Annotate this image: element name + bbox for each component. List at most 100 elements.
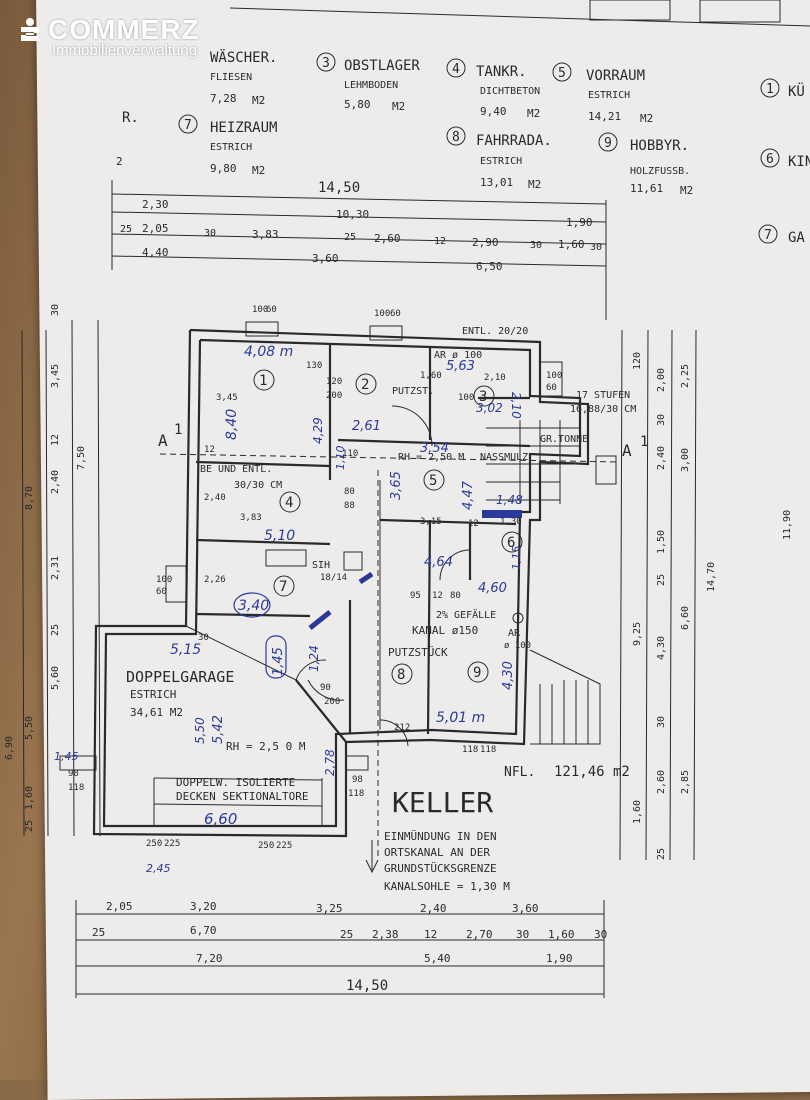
svg-text:2,61: 2,61: [352, 419, 381, 434]
svg-text:BE UND ENTL.: BE UND ENTL.: [200, 464, 272, 475]
svg-text:25: 25: [50, 624, 61, 636]
svg-text:PUTZSTÜCK: PUTZSTÜCK: [388, 646, 448, 659]
svg-text:2,10: 2,10: [509, 392, 523, 419]
svg-text:AR ø 100: AR ø 100: [434, 350, 482, 361]
svg-text:2,40: 2,40: [50, 470, 61, 494]
svg-text:13,01: 13,01: [480, 176, 513, 189]
svg-text:6,60: 6,60: [204, 810, 237, 828]
svg-text:5,50: 5,50: [24, 716, 35, 740]
svg-text:250: 250: [258, 841, 274, 851]
svg-text:R.: R.: [122, 110, 139, 126]
svg-text:200: 200: [324, 697, 340, 707]
svg-text:HOLZFUSSB.: HOLZFUSSB.: [630, 166, 690, 177]
svg-text:30: 30: [530, 240, 542, 251]
svg-text:GRUNDSTÜCKSGRENZE: GRUNDSTÜCKSGRENZE: [384, 862, 497, 875]
svg-text:88: 88: [344, 501, 355, 511]
svg-text:30: 30: [656, 414, 667, 426]
svg-text:M2: M2: [527, 107, 540, 120]
svg-text:90: 90: [320, 683, 331, 693]
top-strip: [229, 0, 810, 27]
svg-text:14,50: 14,50: [318, 180, 360, 196]
svg-text:100: 100: [156, 575, 172, 585]
svg-text:3,20: 3,20: [190, 900, 217, 913]
svg-text:DECKEN SEKTIONALTORE: DECKEN SEKTIONALTORE: [176, 790, 308, 803]
svg-text:30: 30: [594, 928, 607, 941]
svg-text:2,78: 2,78: [323, 749, 337, 776]
room-numbers: 1 2 3 4 5 6 7 8 9: [253, 369, 523, 685]
svg-text:1,60: 1,60: [24, 786, 35, 810]
svg-text:30: 30: [590, 242, 602, 253]
svg-text:ORTSKANAL AN DER: ORTSKANAL AN DER: [384, 846, 490, 859]
svg-text:5,15: 5,15: [170, 642, 201, 658]
sparkasse-s-icon: [21, 18, 39, 41]
svg-text:M2: M2: [252, 94, 265, 107]
svg-text:1,24: 1,24: [307, 645, 321, 672]
svg-text:GR.TONNE: GR.TONNE: [540, 434, 588, 445]
svg-text:5,40: 5,40: [424, 952, 451, 965]
svg-text:3,15: 3,15: [420, 517, 442, 527]
commerz-logo: COMMERZ Immobilienverwaltung: [18, 14, 200, 59]
svg-text:M2: M2: [680, 184, 693, 197]
svg-text:12: 12: [432, 591, 443, 601]
svg-text:4,30: 4,30: [501, 661, 516, 690]
svg-text:4,30: 4,30: [656, 636, 667, 660]
svg-text:12: 12: [434, 236, 446, 247]
top-dimensions: 14,50 2,30 10,30 1,90 25 2,05 30 3,83 25…: [111, 180, 607, 320]
svg-text:1,45: 1,45: [271, 647, 286, 676]
svg-text:7: 7: [184, 118, 192, 133]
svg-text:ENTL. 20/20: ENTL. 20/20: [462, 326, 528, 337]
svg-text:1: 1: [766, 82, 774, 97]
svg-text:9: 9: [604, 136, 612, 151]
svg-text:25: 25: [24, 820, 35, 832]
svg-text:10,30: 10,30: [336, 208, 369, 221]
svg-text:100: 100: [374, 309, 390, 319]
svg-text:4,29: 4,29: [311, 417, 325, 444]
svg-text:FLIESEN: FLIESEN: [210, 72, 252, 83]
svg-text:34,61 M2: 34,61 M2: [130, 706, 183, 719]
left-dimensions: 30 3,45 12 2,40 7,50 8,70 2,31 25 5,60 5…: [4, 304, 101, 837]
svg-text:12: 12: [424, 928, 437, 941]
svg-text:18/14: 18/14: [320, 573, 347, 583]
svg-text:9: 9: [473, 665, 481, 681]
room-legend: WÄSCHER. FLIESEN 7,28 M2 3 OBSTLAGER LEH…: [116, 48, 810, 246]
svg-text:2,05: 2,05: [106, 900, 133, 913]
svg-text:98: 98: [352, 775, 363, 785]
svg-text:5,80: 5,80: [344, 98, 371, 111]
svg-text:4,47: 4,47: [461, 480, 476, 510]
svg-text:3,45: 3,45: [216, 393, 238, 403]
svg-text:2,26: 2,26: [204, 575, 226, 585]
bottom-dimensions: 2,05 3,20 3,25 2,40 3,60 25 6,70 25 2,38…: [75, 900, 607, 998]
svg-text:2,00: 2,00: [656, 368, 667, 392]
svg-text:16,88/30 CM: 16,88/30 CM: [570, 404, 636, 415]
svg-text:25: 25: [344, 232, 356, 243]
svg-text:ESTRICH: ESTRICH: [130, 688, 176, 701]
svg-text:KANALSOHLE = 1,30 M: KANALSOHLE = 1,30 M: [384, 880, 510, 893]
svg-text:200: 200: [326, 391, 342, 401]
svg-text:KANAL ø150: KANAL ø150: [412, 624, 478, 637]
svg-text:AR: AR: [508, 628, 521, 639]
svg-text:1,15: 1,15: [510, 546, 523, 571]
svg-text:2,10: 2,10: [484, 373, 506, 383]
svg-text:60: 60: [546, 383, 557, 393]
right-dimensions: 120 2,00 2,25 30 2,40 3,00 1,50 11,90 25…: [619, 329, 793, 861]
svg-text:7: 7: [279, 579, 287, 595]
svg-text:3: 3: [322, 56, 330, 71]
svg-text:110: 110: [342, 449, 358, 459]
svg-text:LEHMBODEN: LEHMBODEN: [344, 80, 398, 91]
svg-text:5: 5: [558, 66, 566, 81]
svg-text:1: 1: [640, 434, 648, 450]
svg-text:1,60: 1,60: [548, 928, 575, 941]
svg-text:PUTZST.: PUTZST.: [392, 386, 434, 397]
svg-text:17 STUFEN: 17 STUFEN: [576, 390, 630, 401]
svg-text:6,50: 6,50: [476, 260, 503, 273]
svg-text:1,48: 1,48: [496, 493, 523, 507]
svg-text:1,90: 1,90: [546, 952, 573, 965]
svg-text:2: 2: [116, 155, 123, 168]
svg-text:250: 250: [146, 839, 162, 849]
svg-text:3,60: 3,60: [512, 902, 539, 915]
plan-title: KELLER: [392, 786, 493, 819]
svg-text:2,70: 2,70: [466, 928, 493, 941]
svg-text:1: 1: [259, 373, 267, 389]
svg-text:KIN: KIN: [788, 154, 810, 170]
svg-text:2,05: 2,05: [142, 222, 169, 235]
